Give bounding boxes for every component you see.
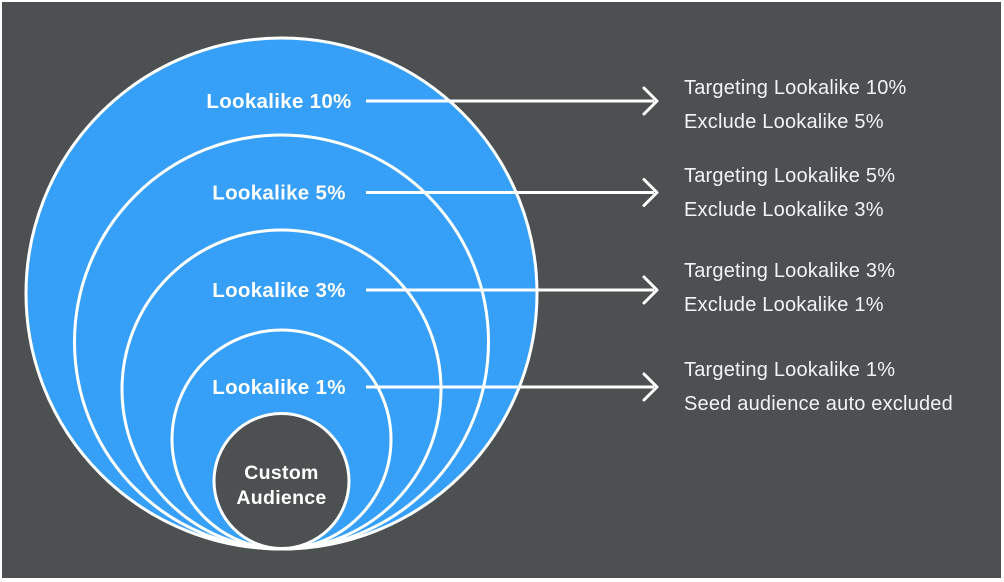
label-custom-audience-line2: Audience	[236, 487, 326, 509]
label-custom-audience-line1: Custom	[244, 462, 318, 484]
annotation-lookalike-5: Targeting Lookalike 5% Exclude Lookalike…	[684, 159, 895, 227]
label-lookalike-3: Lookalike 3%	[212, 279, 346, 302]
arrow-lookalike-5	[366, 178, 659, 207]
annotation-targeting-text: Targeting Lookalike 10%	[684, 77, 907, 99]
annotation-exclude-text: Exclude Lookalike 1%	[684, 294, 884, 316]
arrow-lookalike-3	[366, 275, 659, 305]
annotation-targeting-text: Targeting Lookalike 1%	[684, 359, 896, 381]
label-lookalike-10: Lookalike 10%	[206, 90, 351, 113]
annotation-exclude-text: Seed audience auto excluded	[684, 393, 953, 415]
annotation-lookalike-3: Targeting Lookalike 3% Exclude Lookalike…	[684, 254, 895, 322]
annotation-targeting-text: Targeting Lookalike 3%	[684, 260, 896, 282]
arrow-lookalike-1	[366, 372, 659, 402]
annotation-lookalike-1: Targeting Lookalike 1% Seed audience aut…	[684, 353, 953, 421]
annotation-lookalike-10: Targeting Lookalike 10% Exclude Lookalik…	[684, 71, 907, 139]
label-lookalike-1: Lookalike 1%	[212, 376, 346, 399]
circle-custom-audience	[212, 412, 351, 550]
annotation-targeting-text: Targeting Lookalike 5%	[684, 165, 896, 187]
arrow-lookalike-10	[366, 86, 659, 116]
label-lookalike-5: Lookalike 5%	[212, 182, 346, 205]
annotation-exclude-text: Exclude Lookalike 3%	[684, 199, 884, 221]
annotation-exclude-text: Exclude Lookalike 5%	[684, 111, 884, 133]
